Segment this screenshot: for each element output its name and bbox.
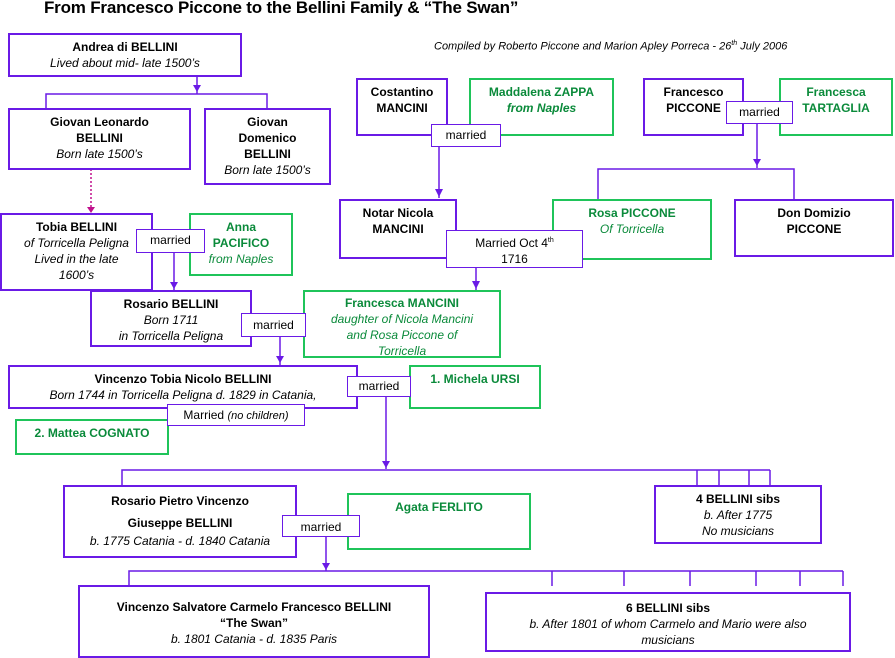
person-andrea-di-bellini: Andrea di BELLINI Lived about mid- late … — [8, 33, 242, 77]
marriage-label-rosario-francesca: married — [241, 313, 306, 337]
person-don-domizio-piccone: Don Domizio PICCONE — [734, 199, 894, 257]
arrowheads — [170, 85, 761, 570]
person-michela-ursi: 1. Michela URSI — [409, 365, 541, 409]
credit-line: Compiled by Roberto Piccone and Marion A… — [434, 40, 788, 53]
sibling-bracket — [45, 93, 268, 108]
person-rosario-bellini: Rosario BELLINI Born 1711 in Torricella … — [90, 290, 252, 347]
person-rosario-pietro-vincenzo-giuseppe-bellini: Rosario Pietro Vincenzo Giuseppe BELLINI… — [63, 485, 297, 558]
sibling-bracket — [128, 570, 843, 585]
person-giovan-leonardo-bellini: Giovan Leonardo BELLINI Born late 1500’s — [8, 108, 191, 170]
page-title: From Francesco Piccone to the Bellini Fa… — [44, 0, 519, 17]
person-agata-ferlito: Agata FERLITO — [347, 493, 531, 550]
person-anna-pacifico: Anna PACIFICO from Naples — [189, 213, 293, 276]
arrow-icon — [322, 563, 330, 570]
arrow-icon — [170, 282, 178, 289]
person-francesca-mancini: Francesca MANCINI daughter of Nicola Man… — [303, 290, 501, 358]
arrow-icon — [193, 85, 201, 92]
arrow-icon — [87, 207, 95, 213]
person-6-bellini-sibs: 6 BELLINI sibs b. After 1801 of whom Car… — [485, 592, 851, 652]
person-4-bellini-sibs: 4 BELLINI sibs b. After 1775 No musician… — [654, 485, 822, 544]
marriage-label-vincenzo-michela: married — [347, 376, 411, 397]
person-maddalena-zappa: Maddalena ZAPPA from Naples — [469, 78, 614, 136]
person-francesca-tartaglia: Francesca TARTAGLIA — [779, 78, 893, 136]
arrow-icon — [382, 461, 390, 468]
person-francesco-piccone: Francesco PICCONE — [643, 78, 744, 136]
sibling-bracket — [121, 469, 770, 485]
arrow-icon — [276, 356, 284, 363]
sibling-bracket — [597, 168, 795, 199]
marriage-label-vincenzo-mattea: Married (no children) — [167, 404, 305, 426]
marriage-label-nicola-rosa: Married Oct 4th 1716 — [446, 230, 583, 268]
person-tobia-bellini: Tobia BELLINI of Torricella Peligna Live… — [0, 213, 153, 291]
marriage-label-costantino-maddalena: married — [431, 124, 501, 147]
person-notar-nicola-mancini: Notar Nicola MANCINI — [339, 199, 457, 259]
arrow-icon — [753, 159, 761, 166]
person-mattea-cognato: 2. Mattea COGNATO — [15, 419, 169, 455]
marriage-label-rosario-agata: married — [282, 515, 360, 537]
arrow-icon — [435, 189, 443, 197]
person-giovan-domenico-bellini: Giovan Domenico BELLINI Born late 1500’s — [204, 108, 331, 185]
marriage-label-tobia-anna: married — [136, 229, 205, 253]
person-vincenzo-tobia-nicolo-bellini: Vincenzo Tobia Nicolo BELLINI Born 1744 … — [8, 365, 358, 409]
arrow-icon — [472, 281, 480, 289]
person-vincenzo-bellini-the-swan: Vincenzo Salvatore Carmelo Francesco BEL… — [78, 585, 430, 658]
marriage-label-francesco-francesca: married — [726, 101, 793, 124]
